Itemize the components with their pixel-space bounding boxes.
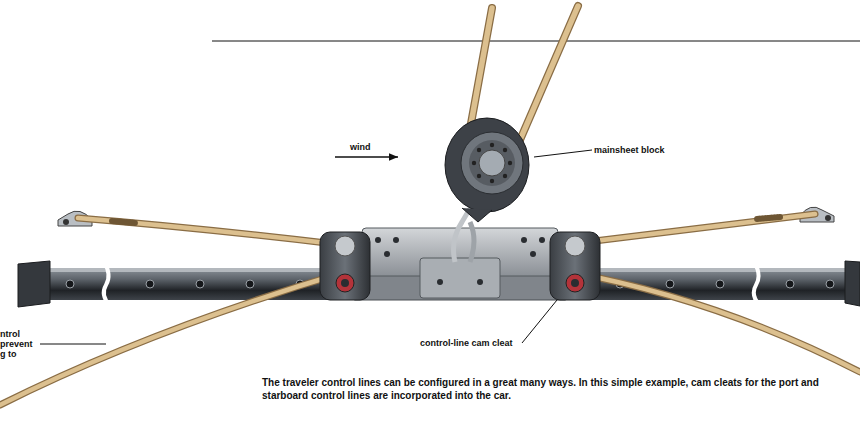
rope-outline xyxy=(520,6,578,140)
rope-outline xyxy=(570,214,815,244)
hole xyxy=(477,279,483,285)
hole xyxy=(437,279,443,285)
fairlead xyxy=(565,236,585,256)
sheave xyxy=(461,132,523,194)
caption: The traveler control lines can be config… xyxy=(262,376,860,402)
control-lines xyxy=(0,214,860,405)
ball xyxy=(477,148,481,152)
bolt xyxy=(196,280,204,288)
part-label: control-line cam cleat xyxy=(420,338,530,348)
break-mark xyxy=(104,262,110,306)
mainsheet-block-art xyxy=(445,118,529,262)
bearing-balls xyxy=(472,143,512,183)
cam-cleat xyxy=(320,232,370,300)
cam-pivot xyxy=(571,279,579,287)
ball xyxy=(477,174,481,178)
cam-cleat xyxy=(550,232,600,300)
bolt xyxy=(666,280,674,288)
hole xyxy=(530,251,536,257)
car-holes xyxy=(375,237,545,285)
leader-line xyxy=(40,344,106,345)
break-mark xyxy=(754,262,760,306)
whipping xyxy=(112,221,135,223)
fairlead xyxy=(335,236,355,256)
hole xyxy=(384,251,390,257)
hub xyxy=(479,150,505,176)
ball xyxy=(508,161,512,165)
bolt xyxy=(825,215,831,221)
hole xyxy=(393,237,399,243)
leader-line xyxy=(522,300,557,343)
block-cheek xyxy=(445,118,529,212)
wind-label: wind xyxy=(350,142,410,152)
bolt xyxy=(246,280,254,288)
ball xyxy=(503,148,507,152)
rope xyxy=(78,218,335,244)
leader-line xyxy=(534,150,592,157)
track-end-cap xyxy=(845,261,860,306)
bolt xyxy=(63,219,69,225)
cam-jaw xyxy=(566,274,584,292)
track-end-cap xyxy=(18,261,50,307)
rope-outline xyxy=(570,272,860,372)
bolt xyxy=(826,280,834,288)
ball xyxy=(490,179,494,183)
ball xyxy=(503,174,507,178)
shackle xyxy=(470,222,474,262)
rule-line xyxy=(212,41,860,42)
bolt xyxy=(716,280,724,288)
block-head xyxy=(462,208,492,222)
ball xyxy=(490,143,494,147)
bearing-ring xyxy=(469,140,515,186)
bolt xyxy=(786,280,794,288)
callout-fragment: ntrol prevent g to xyxy=(0,329,40,359)
hole xyxy=(521,237,527,243)
bolt xyxy=(66,280,74,288)
car-center xyxy=(420,258,500,298)
bolt xyxy=(146,280,154,288)
ball xyxy=(472,161,476,165)
rope xyxy=(570,214,815,244)
cleat-body xyxy=(550,232,600,300)
part-label: mainsheet block xyxy=(594,145,714,155)
rope-outline xyxy=(78,218,335,244)
rope xyxy=(570,272,860,372)
traveler-car xyxy=(352,228,568,300)
wind-arrow xyxy=(335,156,398,157)
cam-jaw xyxy=(336,274,354,292)
rope xyxy=(520,6,578,140)
hole xyxy=(375,237,381,243)
cleat-body xyxy=(320,232,370,300)
cam-pivot xyxy=(341,279,349,287)
whipping xyxy=(757,217,780,219)
hole xyxy=(539,237,545,243)
